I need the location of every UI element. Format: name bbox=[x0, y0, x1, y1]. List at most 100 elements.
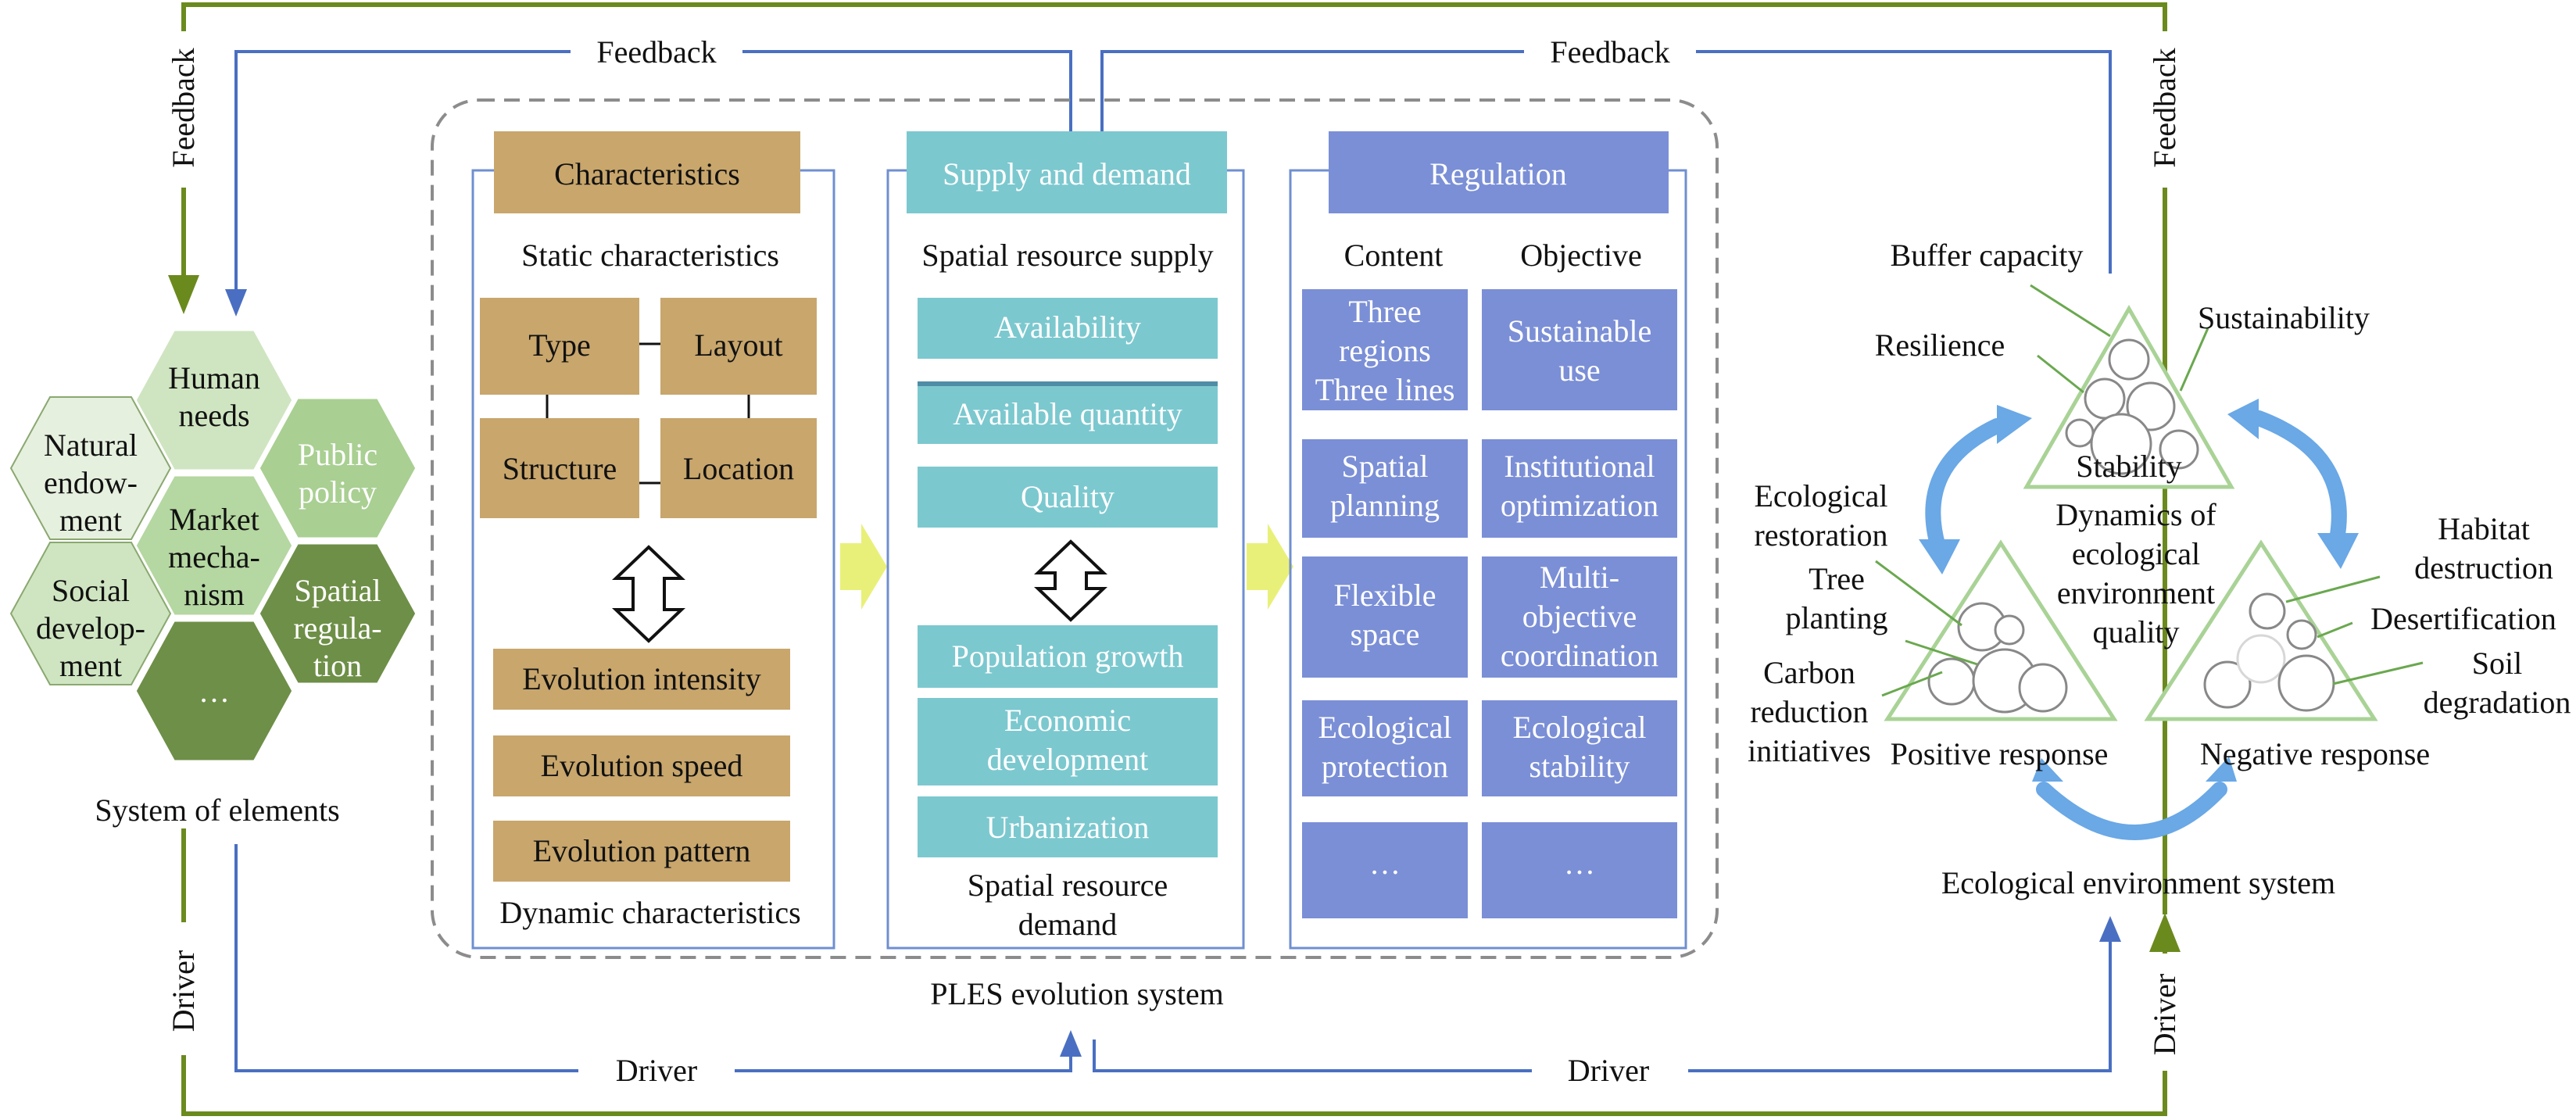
diagram-text: Layout bbox=[694, 327, 782, 363]
curve-arrow-left bbox=[1925, 418, 2005, 555]
diagram-text: protection bbox=[1322, 749, 1448, 784]
diagram-text: Public bbox=[298, 437, 377, 472]
objective-item-sustainable-use: Sustainable use bbox=[1482, 289, 1677, 410]
carbon-line2: reduction bbox=[1750, 694, 1868, 729]
diagram-text: nism bbox=[184, 577, 245, 612]
diagram-text: Structure bbox=[503, 451, 617, 486]
diagram-text: Social bbox=[52, 573, 130, 608]
diagram-text: stability bbox=[1530, 749, 1630, 784]
diagram-text: ment bbox=[59, 503, 122, 538]
diagram-text: coordination bbox=[1501, 638, 1658, 673]
carbon-line1: Carbon bbox=[1763, 655, 1855, 690]
supply-item-quantity: Available quantity bbox=[918, 381, 1218, 444]
regulation-header bbox=[1329, 131, 1669, 213]
buffer-capacity-label: Buffer capacity bbox=[1891, 238, 2084, 273]
supply-demand-header bbox=[907, 131, 1227, 213]
content-item-flexible-space: Flexible space bbox=[1302, 556, 1468, 678]
diagram-text: Evolution speed bbox=[541, 748, 743, 783]
hex-social-development: Social develop- ment bbox=[9, 542, 172, 685]
diagram-text: use bbox=[1558, 352, 1600, 388]
content-item-spatial-planning: Spatial planning bbox=[1302, 439, 1468, 538]
diagram-text: tion bbox=[313, 648, 362, 683]
diagram-text: Urbanization bbox=[986, 810, 1150, 845]
objective-item-multi-objective: Multi- objective coordination bbox=[1482, 556, 1677, 678]
diagram-text: Availability bbox=[994, 310, 1141, 345]
diagram-text: … bbox=[1564, 846, 1595, 881]
diagram-text: ment bbox=[59, 648, 122, 683]
diagram-text: Spatial bbox=[294, 573, 381, 608]
diagram-text: Evolution intensity bbox=[522, 661, 761, 696]
supply-title: Spatial resource supply bbox=[921, 238, 1213, 273]
diagram-text: planning bbox=[1330, 488, 1440, 523]
ecology-system: Stability Buffer capacity Resilience Sus… bbox=[1748, 238, 2571, 900]
diagram-text: Three bbox=[1348, 294, 1421, 329]
feedback-vertical-right: Feedback bbox=[2147, 48, 2182, 167]
planting-line2: planting bbox=[1785, 600, 1887, 635]
olive-arrowhead-down bbox=[168, 275, 199, 314]
yellow-arrow-1 bbox=[840, 524, 887, 610]
center-line1: Dynamics of bbox=[2055, 497, 2216, 532]
supply-item-quality: Quality bbox=[918, 467, 1218, 528]
driver-label-left: Driver bbox=[616, 1053, 697, 1088]
driver-vertical-left: Driver bbox=[166, 950, 201, 1032]
carbon-line3: initiatives bbox=[1748, 733, 1871, 768]
hex-human-needs: Human needs bbox=[132, 327, 296, 474]
hex-public-policy: Public policy bbox=[256, 395, 420, 542]
diagram-text: Market bbox=[169, 502, 259, 537]
curve-arrow-bottom bbox=[2036, 782, 2227, 840]
demand-item-population: Population growth bbox=[918, 625, 1218, 688]
olive-arrowhead-up bbox=[2149, 913, 2181, 952]
diagram-text: Available quantity bbox=[953, 396, 1182, 431]
diagram-text: Economic bbox=[1004, 703, 1131, 738]
diagram-text: Flexible bbox=[1333, 578, 1436, 613]
demand-title-line2: demand bbox=[1018, 907, 1118, 942]
demand-title-line1: Spatial resource bbox=[968, 868, 1168, 903]
resilience-label: Resilience bbox=[1875, 327, 2005, 363]
feedback-label-right: Feedback bbox=[1550, 34, 1669, 70]
double-arrow-icon bbox=[612, 545, 685, 643]
elements-hex-cluster: Human needs Natural endow- ment Public p… bbox=[9, 327, 420, 764]
center-line4: quality bbox=[2092, 614, 2179, 649]
elements-caption: System of elements bbox=[95, 793, 339, 828]
diagram-text: development bbox=[987, 742, 1149, 777]
feedback-vertical-left: Feedback bbox=[166, 48, 201, 167]
content-item-ecological-protection: Ecological protection bbox=[1302, 700, 1468, 796]
hex-spatial-regulation: Spatial regula- tion bbox=[256, 540, 420, 687]
blue-arrowhead-elements bbox=[225, 289, 247, 317]
dynamic-item-intensity: Evolution intensity bbox=[493, 649, 790, 710]
diagram-text: Ecological bbox=[1318, 710, 1451, 745]
diagram-text: policy bbox=[299, 474, 377, 510]
center-line2: ecological bbox=[2072, 536, 2200, 571]
diagram-text: Type bbox=[528, 327, 590, 363]
driver-label-right: Driver bbox=[1568, 1053, 1649, 1088]
soil-line1: Soil bbox=[2472, 646, 2522, 681]
negative-response-label: Negative response bbox=[2200, 736, 2430, 771]
diagram-text: Population growth bbox=[952, 639, 1184, 674]
restoration-line1: Ecological bbox=[1754, 478, 1887, 513]
objective-item-more: … bbox=[1482, 822, 1677, 918]
diagram-text: optimization bbox=[1501, 488, 1658, 523]
desertification-label: Desertification bbox=[2370, 601, 2556, 636]
content-item-three-regions: Three regions Three lines bbox=[1302, 289, 1468, 410]
objective-item-ecological-stability: Ecological stability bbox=[1482, 700, 1677, 796]
diagram-text: … bbox=[1369, 846, 1401, 881]
curve-arrow-right bbox=[2251, 410, 2347, 547]
planting-line1: Tree bbox=[1809, 561, 1865, 596]
diagram-text: objective bbox=[1522, 599, 1637, 634]
diagram-text: Location bbox=[683, 451, 794, 486]
hex-natural-endowment: Natural endow- ment bbox=[9, 396, 172, 540]
diagram-text: Regulation bbox=[1429, 156, 1567, 191]
blue-arrowhead-ples bbox=[1060, 1030, 1082, 1057]
hex-more: … bbox=[132, 617, 296, 764]
characteristics-column: Characteristics Static characteristics T… bbox=[471, 131, 835, 950]
sustainability-label: Sustainability bbox=[2198, 300, 2370, 335]
soil-line2: degradation bbox=[2424, 685, 2571, 720]
diagram-text: Natural bbox=[44, 428, 138, 463]
demand-item-urbanization: Urbanization bbox=[918, 796, 1218, 857]
diagram-text: Spatial bbox=[1341, 449, 1428, 484]
regulation-column: Regulation Content Objective Three regio… bbox=[1289, 131, 1687, 950]
diagram-text: Ecological bbox=[1512, 710, 1646, 745]
dynamic-characteristics-title: Dynamic characteristics bbox=[499, 895, 800, 930]
diagram-text: Supply and demand bbox=[943, 156, 1191, 191]
static-item-type: Type bbox=[480, 298, 639, 395]
